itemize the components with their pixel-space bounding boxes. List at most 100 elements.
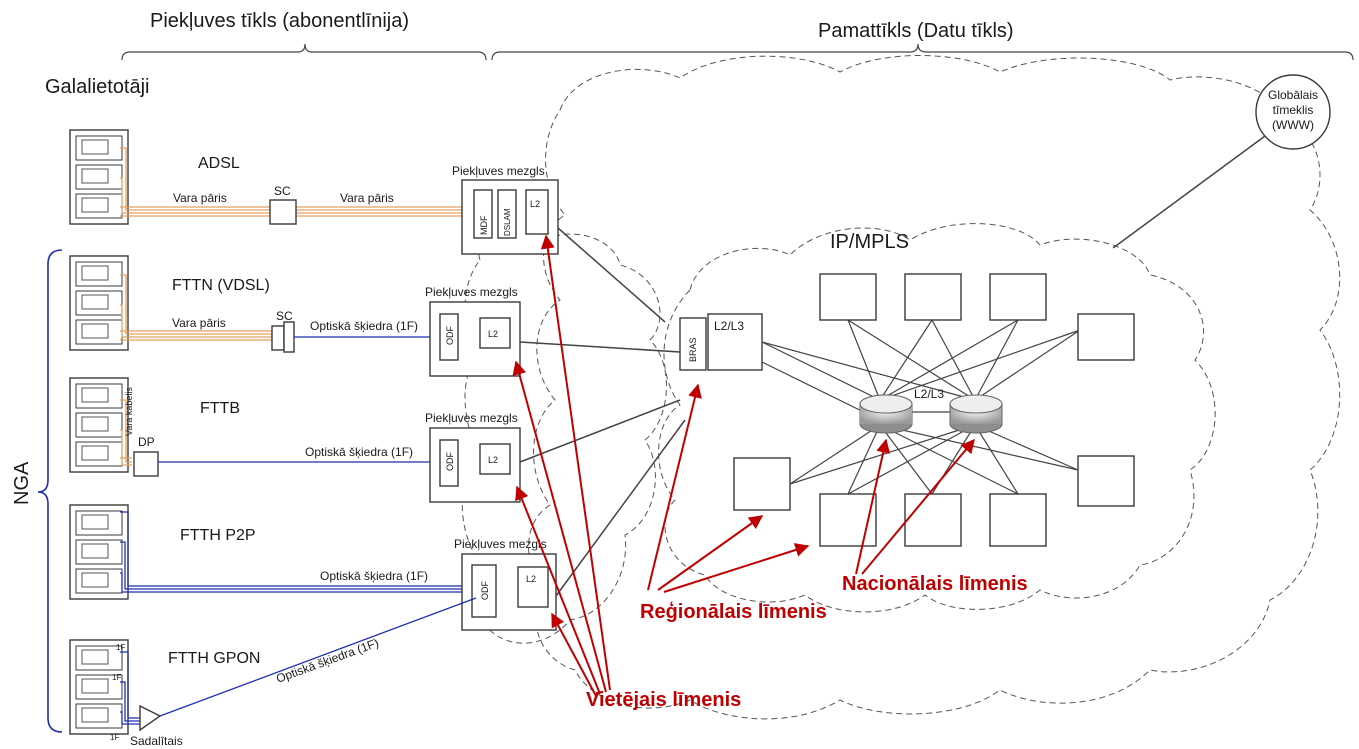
nga-label: NGA [11,461,33,505]
odf-box-2 [439,439,459,487]
fttb-fiber-label: Optiskā šķiedra (1F) [305,445,413,459]
end-users-label: Galalietotāji [45,76,150,98]
tech-ftth-gpon: FTTH GPON [168,650,260,667]
fttn-fiber-label: Optiskā šķiedra (1F) [310,319,418,333]
odf-box-3 [471,564,497,618]
fttn-copper [120,274,272,341]
odf-label-3: ODF [480,581,490,601]
core-router-2-icon [949,394,1003,434]
core-router-1-icon [859,394,913,434]
fttb-copper-cable-label: Vara kabelis [124,387,134,436]
fttn-dslam-box [283,321,295,353]
national-level-arrows [855,438,975,575]
regional-level-arrows [647,383,810,593]
adsl-copper-2 [120,177,270,214]
bras-box [679,317,707,371]
local-level-arrows [512,234,611,697]
gpon-1f-label-3: 1F [110,733,119,742]
national-level-label: Nacionālais līmenis [842,573,1028,595]
gpon-fiber-uplink [159,597,477,717]
fttn-copper-label: Vara pāris [172,316,226,330]
www-label-2: tīmeklis [1273,103,1314,117]
core-network-header: Pamattīkls (Datu tīkls) [818,20,1014,42]
mdf-box [473,189,493,239]
splitter-label: Sadalītais [130,734,183,748]
core-brace [491,43,1354,61]
p2p-fiber [120,511,468,593]
adsl-sc-label: SC [274,184,291,198]
bras-label: BRAS [688,337,698,362]
core-node-7 [904,493,962,547]
link-an1-bras [557,227,666,323]
ftth-gpon-user-rack-icon [69,639,129,735]
odf-label-2: ODF [445,452,455,472]
gpon-1f-label-1: 1F [116,643,125,652]
tech-fttb: FTTB [200,400,240,417]
tech-fttn: FTTN (VDSL) [172,277,270,294]
www-link [1112,135,1266,249]
odf-label-1: ODF [445,326,455,346]
adsl-user-rack-icon [69,129,129,225]
access-network-header: Piekļuves tīkls (abonentlīnija) [150,10,409,32]
core-node-2 [904,273,962,321]
l2l3-box-regional [707,313,763,371]
local-level-label: Vietējais līmenis [586,689,741,711]
tech-adsl: ADSL [198,155,240,172]
fttn-user-rack-icon [69,255,129,351]
access-node-label-2: Piekļuves mezgls [425,285,518,299]
regional-level-label: Reģionālais līmenis [640,601,827,623]
dslam-box [497,189,517,239]
gpon-fiber [120,651,140,725]
core-node-4 [1077,313,1135,361]
access-brace [121,43,487,61]
l2-box-3 [479,443,511,475]
adsl-copper-label-2: Vara pāris [340,191,394,205]
access-node-label-4: Piekļuves mezgls [454,537,547,551]
adsl-copper-1 [120,147,270,211]
www-label-3: (WWW) [1272,118,1314,132]
core-node-3 [989,273,1047,321]
l2-box-1 [525,189,549,235]
gpon-fiber-label: Optiskā šķiedra (1F) [274,636,380,686]
core-node-6 [819,493,877,547]
www-globe-icon [1255,74,1331,150]
link-an3-net [519,399,681,463]
adsl-copper-5 [296,206,475,217]
access-node-label-3: Piekļuves mezgls [425,411,518,425]
l2-label-2: L2 [488,329,498,339]
fttb-dp-box [133,451,159,477]
access-node-label-1: Piekļuves mezgls [452,164,545,178]
l2l3-label-core: L2/L3 [914,387,944,401]
l2l3-label-regional: L2/L3 [714,319,744,333]
fttb-dp-label: DP [138,435,155,449]
adsl-copper-label-1: Vara pāris [173,191,227,205]
nga-brace [37,249,63,733]
fttn-sc-box [271,325,285,351]
link-an4-net [555,419,686,597]
core-node-1 [819,273,877,321]
core-node-5 [733,457,791,511]
core-node-8 [989,493,1047,547]
core-node-9 [1077,455,1135,507]
l2-label-3: L2 [488,455,498,465]
l2-box-4 [517,566,549,608]
ftth-p2p-user-rack-icon [69,504,129,600]
odf-box-1 [439,313,459,361]
link-an2-bras [519,341,681,353]
tech-ftth-p2p: FTTH P2P [180,527,256,544]
fttb-copper [120,399,132,466]
splitter-icon [139,704,162,732]
ipmpls-label: IP/MPLS [830,231,909,253]
ipmpls-cloud [658,223,1216,613]
adsl-sc-box [269,199,297,225]
l2-label-1: L2 [530,199,540,209]
core-mesh-links [761,319,1081,495]
l2-box-2 [479,317,511,349]
l2-label-4: L2 [526,574,536,584]
dslam-label: DSLAM [503,208,512,236]
www-label-1: Globālais [1268,88,1318,102]
fttn-sc-label: SC [276,309,293,323]
fttb-user-rack-icon [69,377,129,473]
mdf-label: MDF [479,215,489,235]
